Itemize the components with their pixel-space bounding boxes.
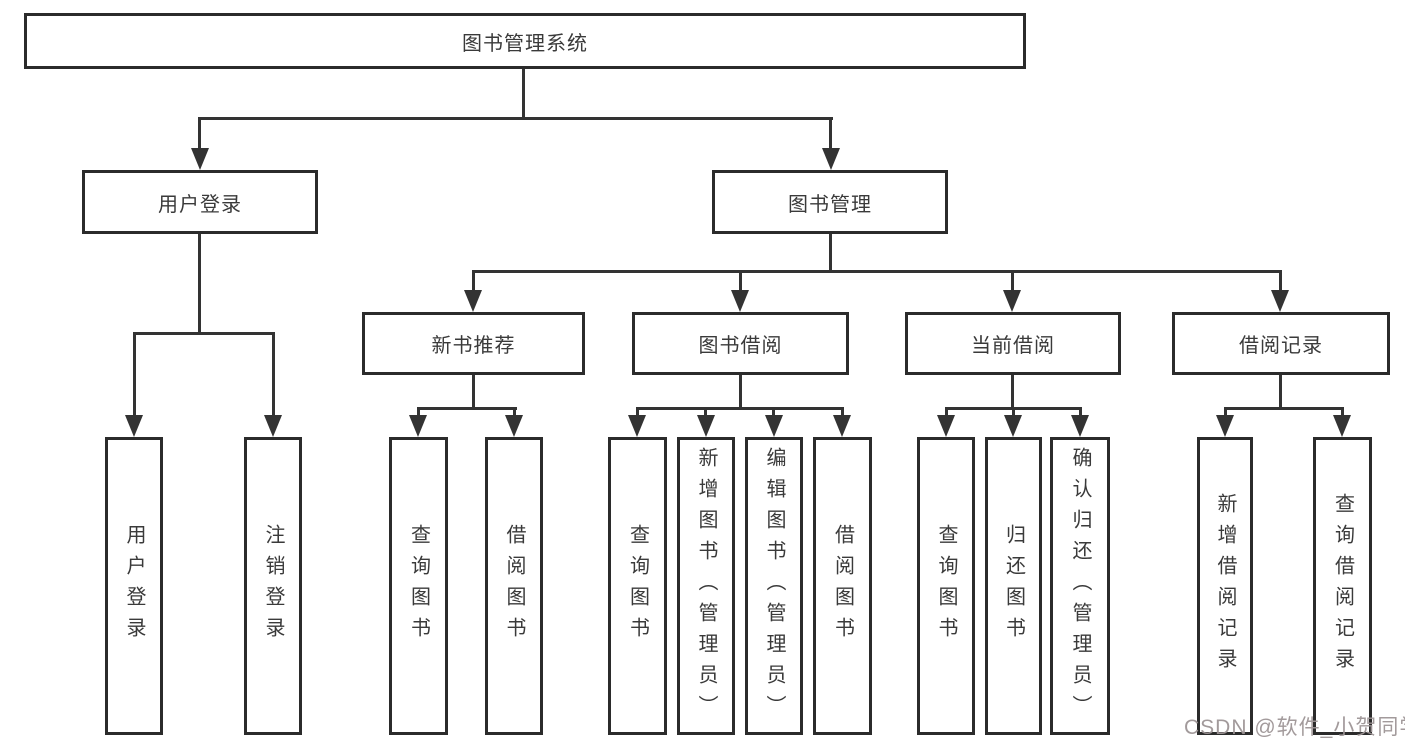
node-current-borrow: 当前借阅 — [905, 312, 1121, 375]
connector-root-horizontal — [198, 117, 833, 120]
arrowhead-book-mgmt — [822, 148, 840, 170]
arrowhead-bb-borrow — [833, 415, 851, 437]
arrowhead-bb-add — [697, 415, 715, 437]
connector-drop-book-borrow — [739, 270, 742, 296]
node-new-books-label: 新书推荐 — [431, 335, 516, 357]
leaf-records-add-label: 新增借阅记录 — [1214, 493, 1236, 679]
connector-drop-nb-borrow — [513, 407, 516, 419]
node-book-borrow: 图书借阅 — [632, 312, 849, 375]
connector-mgmt-stem — [829, 234, 832, 273]
leaf-current-confirm: 确认归还（管理员） — [1050, 437, 1110, 735]
connector-login-horizontal — [133, 332, 275, 335]
connector-drop-nb-query — [417, 407, 420, 419]
leaf-current-return: 归还图书 — [985, 437, 1042, 735]
arrowhead-leaf-logout — [264, 415, 282, 437]
connector-records-stem — [1279, 375, 1282, 410]
connector-bookborrow-horizontal — [636, 407, 844, 410]
arrowhead-nb-query — [409, 415, 427, 437]
leaf-records-query-label: 查询借阅记录 — [1331, 493, 1354, 679]
node-borrow-records: 借阅记录 — [1172, 312, 1390, 375]
connector-drop-borrow-records — [1279, 270, 1282, 296]
leaf-borrow-query-label: 查询图书 — [626, 524, 649, 648]
arrowhead-bb-query — [628, 415, 646, 437]
node-current-borrow-label: 当前借阅 — [971, 335, 1055, 357]
leaf-logout-label: 注销登录 — [262, 524, 284, 648]
csdn-watermark: CSDN @软件_小贺同学 — [1184, 716, 1405, 739]
connector-drop-leaf-login — [133, 332, 136, 419]
leaf-borrow-borrow: 借阅图书 — [813, 437, 872, 735]
connector-bookborrow-stem — [739, 375, 742, 410]
arrowhead-br-query — [1333, 415, 1351, 437]
connector-drop-cb-return — [1012, 407, 1015, 419]
connector-drop-bb-edit — [772, 407, 775, 419]
leaf-logout: 注销登录 — [244, 437, 302, 735]
connector-drop-bb-add — [704, 407, 707, 419]
connector-newbooks-stem — [472, 375, 475, 410]
connector-drop-new-books — [472, 270, 475, 296]
leaf-user-login: 用户登录 — [105, 437, 163, 735]
connector-drop-bb-query — [636, 407, 639, 419]
arrowhead-cb-query — [937, 415, 955, 437]
connector-drop-br-add — [1224, 407, 1227, 419]
connector-drop-book-mgmt — [829, 117, 832, 154]
connector-drop-current-borrow — [1011, 270, 1014, 296]
arrowhead-new-books — [464, 290, 482, 312]
leaf-user-login-label: 用户登录 — [123, 524, 145, 648]
connector-drop-leaf-logout — [272, 332, 275, 419]
node-book-mgmt: 图书管理 — [712, 170, 948, 234]
node-new-books: 新书推荐 — [362, 312, 585, 375]
connector-drop-bb-borrow — [841, 407, 844, 419]
connector-records-horizontal — [1224, 407, 1344, 410]
connector-currentborrow-stem — [1011, 375, 1014, 410]
arrowhead-cb-confirm — [1071, 415, 1089, 437]
connector-mgmt-horizontal — [472, 270, 1282, 273]
leaf-current-return-label: 归还图书 — [1002, 524, 1025, 648]
arrowhead-cb-return — [1004, 415, 1022, 437]
leaf-records-query: 查询借阅记录 — [1313, 437, 1372, 735]
arrowhead-nb-borrow — [505, 415, 523, 437]
leaf-borrow-borrow-label: 借阅图书 — [831, 524, 854, 648]
leaf-newbooks-query-label: 查询图书 — [407, 524, 430, 648]
node-book-borrow-label: 图书借阅 — [698, 335, 783, 357]
node-root: 图书管理系统 — [24, 13, 1026, 69]
leaf-newbooks-borrow-label: 借阅图书 — [503, 524, 525, 648]
leaf-current-query: 查询图书 — [917, 437, 975, 735]
leaf-borrow-edit: 编辑图书（管理员） — [745, 437, 803, 735]
connector-drop-cb-confirm — [1079, 407, 1082, 419]
arrowhead-current-borrow — [1003, 290, 1021, 312]
leaf-borrow-edit-label: 编辑图书（管理员） — [763, 446, 785, 726]
leaf-newbooks-query: 查询图书 — [389, 437, 448, 735]
node-user-login-label: 用户登录 — [158, 193, 242, 216]
arrowhead-book-borrow — [731, 290, 749, 312]
connector-drop-br-query — [1341, 407, 1344, 419]
arrowhead-bb-edit — [765, 415, 783, 437]
connector-root-stem — [522, 66, 525, 119]
arrowhead-borrow-records — [1271, 290, 1289, 312]
connector-login-stem — [198, 234, 201, 335]
leaf-records-add: 新增借阅记录 — [1197, 437, 1253, 735]
leaf-current-confirm-label: 确认归还（管理员） — [1069, 446, 1091, 726]
node-borrow-records-label: 借阅记录 — [1239, 335, 1323, 357]
leaf-borrow-query: 查询图书 — [608, 437, 667, 735]
arrowhead-user-login — [191, 148, 209, 170]
connector-newbooks-horizontal — [417, 407, 517, 410]
arrowhead-leaf-login — [125, 415, 143, 437]
connector-drop-cb-query — [945, 407, 948, 419]
node-user-login: 用户登录 — [82, 170, 318, 234]
node-root-label: 图书管理系统 — [462, 32, 588, 55]
leaf-borrow-add: 新增图书（管理员） — [677, 437, 735, 735]
leaf-borrow-add-label: 新增图书（管理员） — [695, 446, 717, 726]
connector-drop-user-login — [198, 117, 201, 154]
leaf-current-query-label: 查询图书 — [935, 524, 957, 648]
node-book-mgmt-label: 图书管理 — [788, 193, 872, 216]
leaf-newbooks-borrow: 借阅图书 — [485, 437, 543, 735]
arrowhead-br-add — [1216, 415, 1234, 437]
